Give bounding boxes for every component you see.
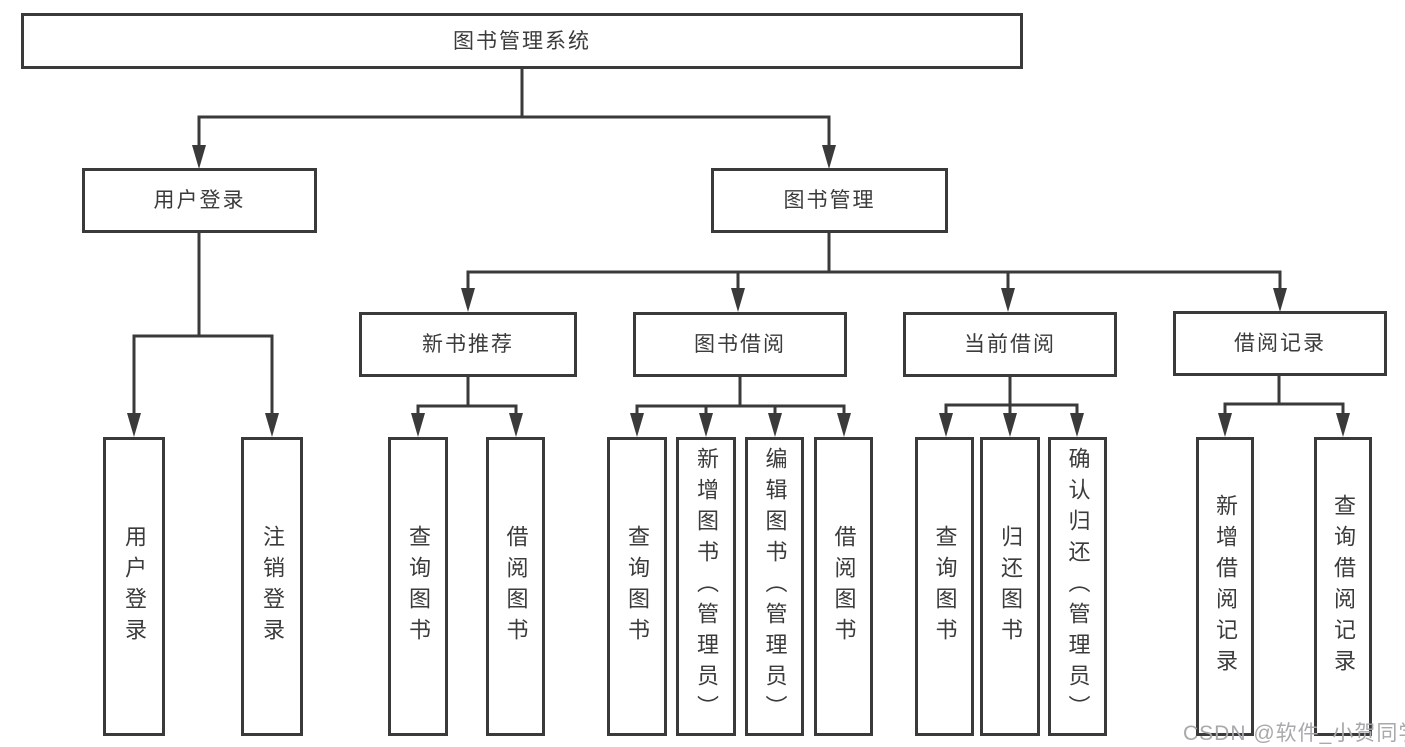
leaf-logout: 注销登录 — [241, 437, 303, 736]
leaf-add-borrow-record: 新增借阅记录 — [1196, 437, 1254, 736]
node-library-system: 图书管理系统 — [21, 13, 1023, 69]
node-user-login: 用户登录 — [82, 168, 317, 233]
leaf-query-books-current: 查询图书 — [915, 437, 974, 736]
leaf-return-books: 归还图书 — [980, 437, 1040, 736]
node-book-borrowing: 图书借阅 — [633, 312, 847, 377]
leaf-add-books-admin: 新增图书（管理员） — [676, 437, 736, 736]
node-book-management: 图书管理 — [711, 168, 948, 233]
leaf-query-books-borrowing: 查询图书 — [607, 437, 667, 736]
node-new-book-recommend: 新书推荐 — [359, 312, 577, 377]
leaf-query-books-recommend: 查询图书 — [388, 437, 448, 736]
node-current-borrowing: 当前借阅 — [903, 312, 1117, 377]
node-borrowing-records: 借阅记录 — [1173, 311, 1387, 376]
leaf-user-login: 用户登录 — [103, 437, 165, 736]
leaf-confirm-return-admin: 确认归还（管理员） — [1048, 437, 1107, 736]
leaf-edit-books-admin: 编辑图书（管理员） — [745, 437, 804, 736]
watermark-text: CSDN @软件_小贺同学 — [1183, 722, 1405, 745]
leaf-borrow-books-borrowing: 借阅图书 — [814, 437, 873, 736]
leaf-borrow-books-recommend: 借阅图书 — [486, 437, 545, 736]
leaf-query-borrow-record: 查询借阅记录 — [1314, 437, 1372, 736]
